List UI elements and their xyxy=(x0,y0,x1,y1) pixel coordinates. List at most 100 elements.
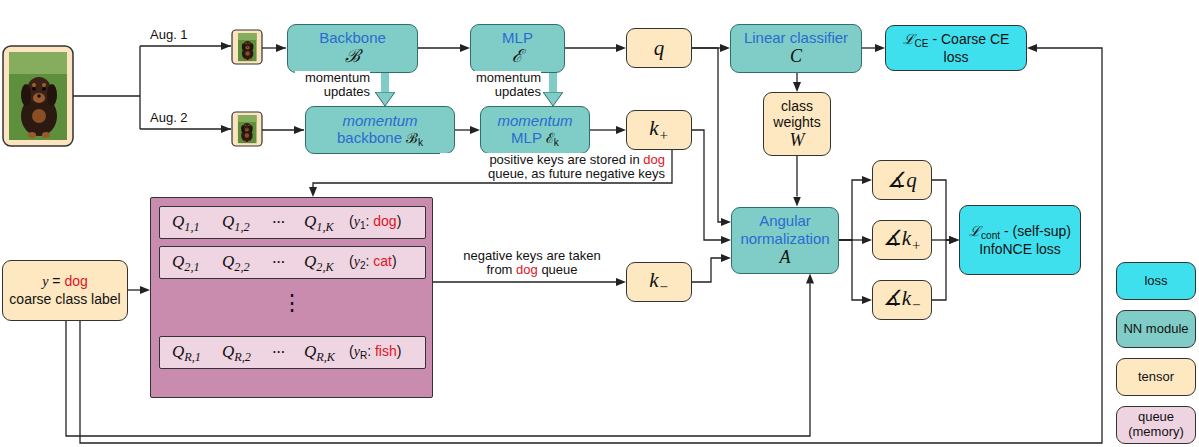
module-box: Backboneℬ xyxy=(287,24,418,73)
input-image-frame xyxy=(3,46,73,146)
aug-wire xyxy=(140,45,231,46)
node-text: QR,1 xyxy=(172,342,222,364)
node-text: Q2,K xyxy=(304,252,349,274)
tensor-box: class weightsW xyxy=(763,92,831,156)
text-run: from xyxy=(486,262,516,277)
node-text: (y2: cat) xyxy=(349,253,397,272)
connector xyxy=(590,129,616,130)
text-run: Q xyxy=(304,212,316,231)
node-text: ℒCE - Coarse CE loss xyxy=(892,31,1020,66)
text-run: momentum xyxy=(497,112,572,129)
text-run: Q xyxy=(172,252,184,271)
text-run: y xyxy=(42,274,48,289)
text-run: − xyxy=(659,279,669,295)
connector xyxy=(128,289,140,290)
legend-swatch: NN module xyxy=(1116,310,1196,348)
text-run: Q xyxy=(172,342,184,361)
connector xyxy=(418,47,460,48)
connector xyxy=(692,258,721,282)
text-run: y xyxy=(354,344,360,359)
text-run: 1,2 xyxy=(234,219,249,233)
module-box: momentum backbone ℬk xyxy=(305,106,455,154)
text-run: W xyxy=(790,130,805,150)
node-text: ∡k+ xyxy=(883,226,922,254)
loss-box: ℒcont - (self-sup) InfoNCE loss xyxy=(959,205,1081,275)
module-box: Linear classifierC xyxy=(730,24,862,73)
module-box: Angular normalizationA xyxy=(731,207,839,274)
text-run: + xyxy=(911,237,921,253)
text-run: Q xyxy=(304,252,316,271)
text-run: ℒ xyxy=(903,32,915,47)
edge-label: momentum updates xyxy=(466,71,541,100)
text-run: ( xyxy=(349,343,354,359)
queue-row: Q1,1Q1,2···Q1,K(y1: dog) xyxy=(159,206,426,239)
text-run: ··· xyxy=(272,343,285,362)
text-run: = xyxy=(48,273,64,289)
text-run: R,2 xyxy=(234,349,251,363)
node-text: y = dog coarse class label xyxy=(9,273,120,306)
text-run: k xyxy=(649,116,658,140)
text-run: Q xyxy=(222,342,234,361)
text-run: dog xyxy=(373,213,396,229)
momentum-arrow xyxy=(549,73,557,93)
tensor-box: k− xyxy=(626,262,692,302)
text-run: 2,2 xyxy=(234,259,249,273)
node-text: ⋮ xyxy=(151,290,432,315)
text-run: k xyxy=(649,268,658,292)
text-run: 1 xyxy=(360,220,366,231)
split-wire xyxy=(73,46,140,129)
tensor-box: y = dog coarse class label xyxy=(2,260,128,321)
tensor-box: k+ xyxy=(626,110,692,150)
node-text: ··· xyxy=(272,343,304,363)
text-run: Q xyxy=(222,252,234,271)
text-run: y xyxy=(354,214,360,229)
module-box: momentum MLP ℰk xyxy=(480,106,590,154)
input-wire xyxy=(262,129,304,130)
aug-image-frame xyxy=(232,30,262,64)
node-text: k+ xyxy=(649,116,669,144)
text-run: momentum updates xyxy=(305,70,370,99)
text-run: A xyxy=(780,247,791,267)
legend-swatch: tensor xyxy=(1116,358,1196,396)
node-text: ··· xyxy=(272,253,304,273)
edge-label: negative keys are taken from dog queue xyxy=(442,249,622,278)
connector xyxy=(932,180,949,240)
text-run: momentum xyxy=(342,112,417,129)
text-run: dog xyxy=(64,273,87,289)
queue-row: Q2,1Q2,2···Q2,K(y2: cat) xyxy=(159,246,426,279)
text-run: momentum updates xyxy=(476,70,541,99)
text-run: dog xyxy=(643,152,665,167)
queue-memory: ⋮Q1,1Q1,2···Q1,K(y1: dog)Q2,1Q2,2···Q2,K… xyxy=(150,197,433,398)
legend-text: tensor xyxy=(1138,370,1174,385)
text-run: dog xyxy=(516,262,538,277)
text-run: Q xyxy=(222,212,234,231)
text-run: ℬ xyxy=(402,130,418,146)
text-run: : xyxy=(367,343,375,359)
node-text: W xyxy=(790,130,805,151)
text-run: R xyxy=(360,350,367,361)
text-run: y xyxy=(354,254,360,269)
connector xyxy=(565,47,616,48)
text-run: ) xyxy=(397,343,402,359)
node-text: ℰ xyxy=(512,46,523,67)
connector xyxy=(796,73,797,83)
node-text: MLP xyxy=(502,29,533,46)
text-run: ( xyxy=(349,253,354,269)
text-run: ∡q xyxy=(887,168,917,192)
text-run: ) xyxy=(392,253,397,269)
connector xyxy=(692,48,721,222)
text-run: negative keys are xyxy=(463,248,569,263)
edge-label: positive keys are stored in dog queue, a… xyxy=(440,153,665,182)
text-run: ··· xyxy=(272,253,285,272)
node-text: q xyxy=(654,36,665,60)
input-wire xyxy=(262,47,286,48)
text-run: k xyxy=(554,137,559,148)
text-run: : xyxy=(366,213,374,229)
connector xyxy=(313,150,672,187)
node-text: class weights xyxy=(770,98,824,130)
node-text: momentum MLP ℰk xyxy=(497,112,572,149)
connector xyxy=(796,156,797,197)
module-box: MLPℰ xyxy=(470,24,565,73)
aug-label: Aug. 2 xyxy=(150,111,210,125)
connector xyxy=(839,180,862,240)
